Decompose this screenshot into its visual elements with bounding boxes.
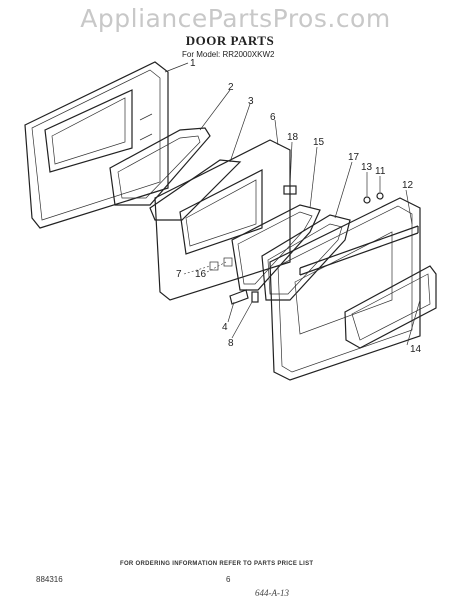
callout-18: 18 [287, 132, 299, 143]
callout-labels: 1 2 3 6 18 15 17 13 11 12 7 16 4 8 14 [176, 58, 422, 355]
ordering-info-footer: FOR ORDERING INFORMATION REFER TO PARTS … [120, 561, 314, 567]
part-bracket [229, 289, 249, 305]
handwritten-note: 644-A-13 [255, 588, 289, 598]
part-outer-door-panel [24, 61, 169, 229]
part-door-gasket [109, 127, 211, 206]
callout-11: 11 [375, 166, 386, 177]
callout-12: 12 [402, 180, 414, 191]
callout-6: 6 [270, 112, 276, 123]
callout-8: 8 [228, 338, 234, 349]
part-glass-pane [149, 159, 242, 221]
callout-13: 13 [361, 162, 373, 173]
leader-lines [164, 62, 421, 346]
page-number: 6 [226, 575, 231, 584]
diagram-title: DOOR PARTS [185, 33, 275, 48]
watermark: AppliancePartsPros.com [80, 4, 391, 33]
part-door-handle [299, 225, 419, 276]
part-spacer [251, 291, 259, 303]
part-screw [363, 196, 371, 204]
callout-7: 7 [176, 269, 182, 280]
callout-1: 1 [190, 58, 196, 69]
part-window-trim [344, 265, 437, 349]
part-door-frame [269, 197, 421, 381]
callout-16: 16 [195, 269, 207, 280]
part-window-frame [261, 214, 351, 301]
callout-2: 2 [228, 82, 234, 93]
model-number: For Model: RR2000XKW2 [182, 50, 275, 59]
callout-15: 15 [313, 137, 325, 148]
part-hinge-pin [376, 192, 384, 200]
callout-4: 4 [222, 322, 228, 333]
callout-3: 3 [248, 96, 254, 107]
callout-14: 14 [410, 344, 422, 355]
document-number: 884316 [36, 575, 63, 584]
callout-17: 17 [348, 152, 360, 163]
